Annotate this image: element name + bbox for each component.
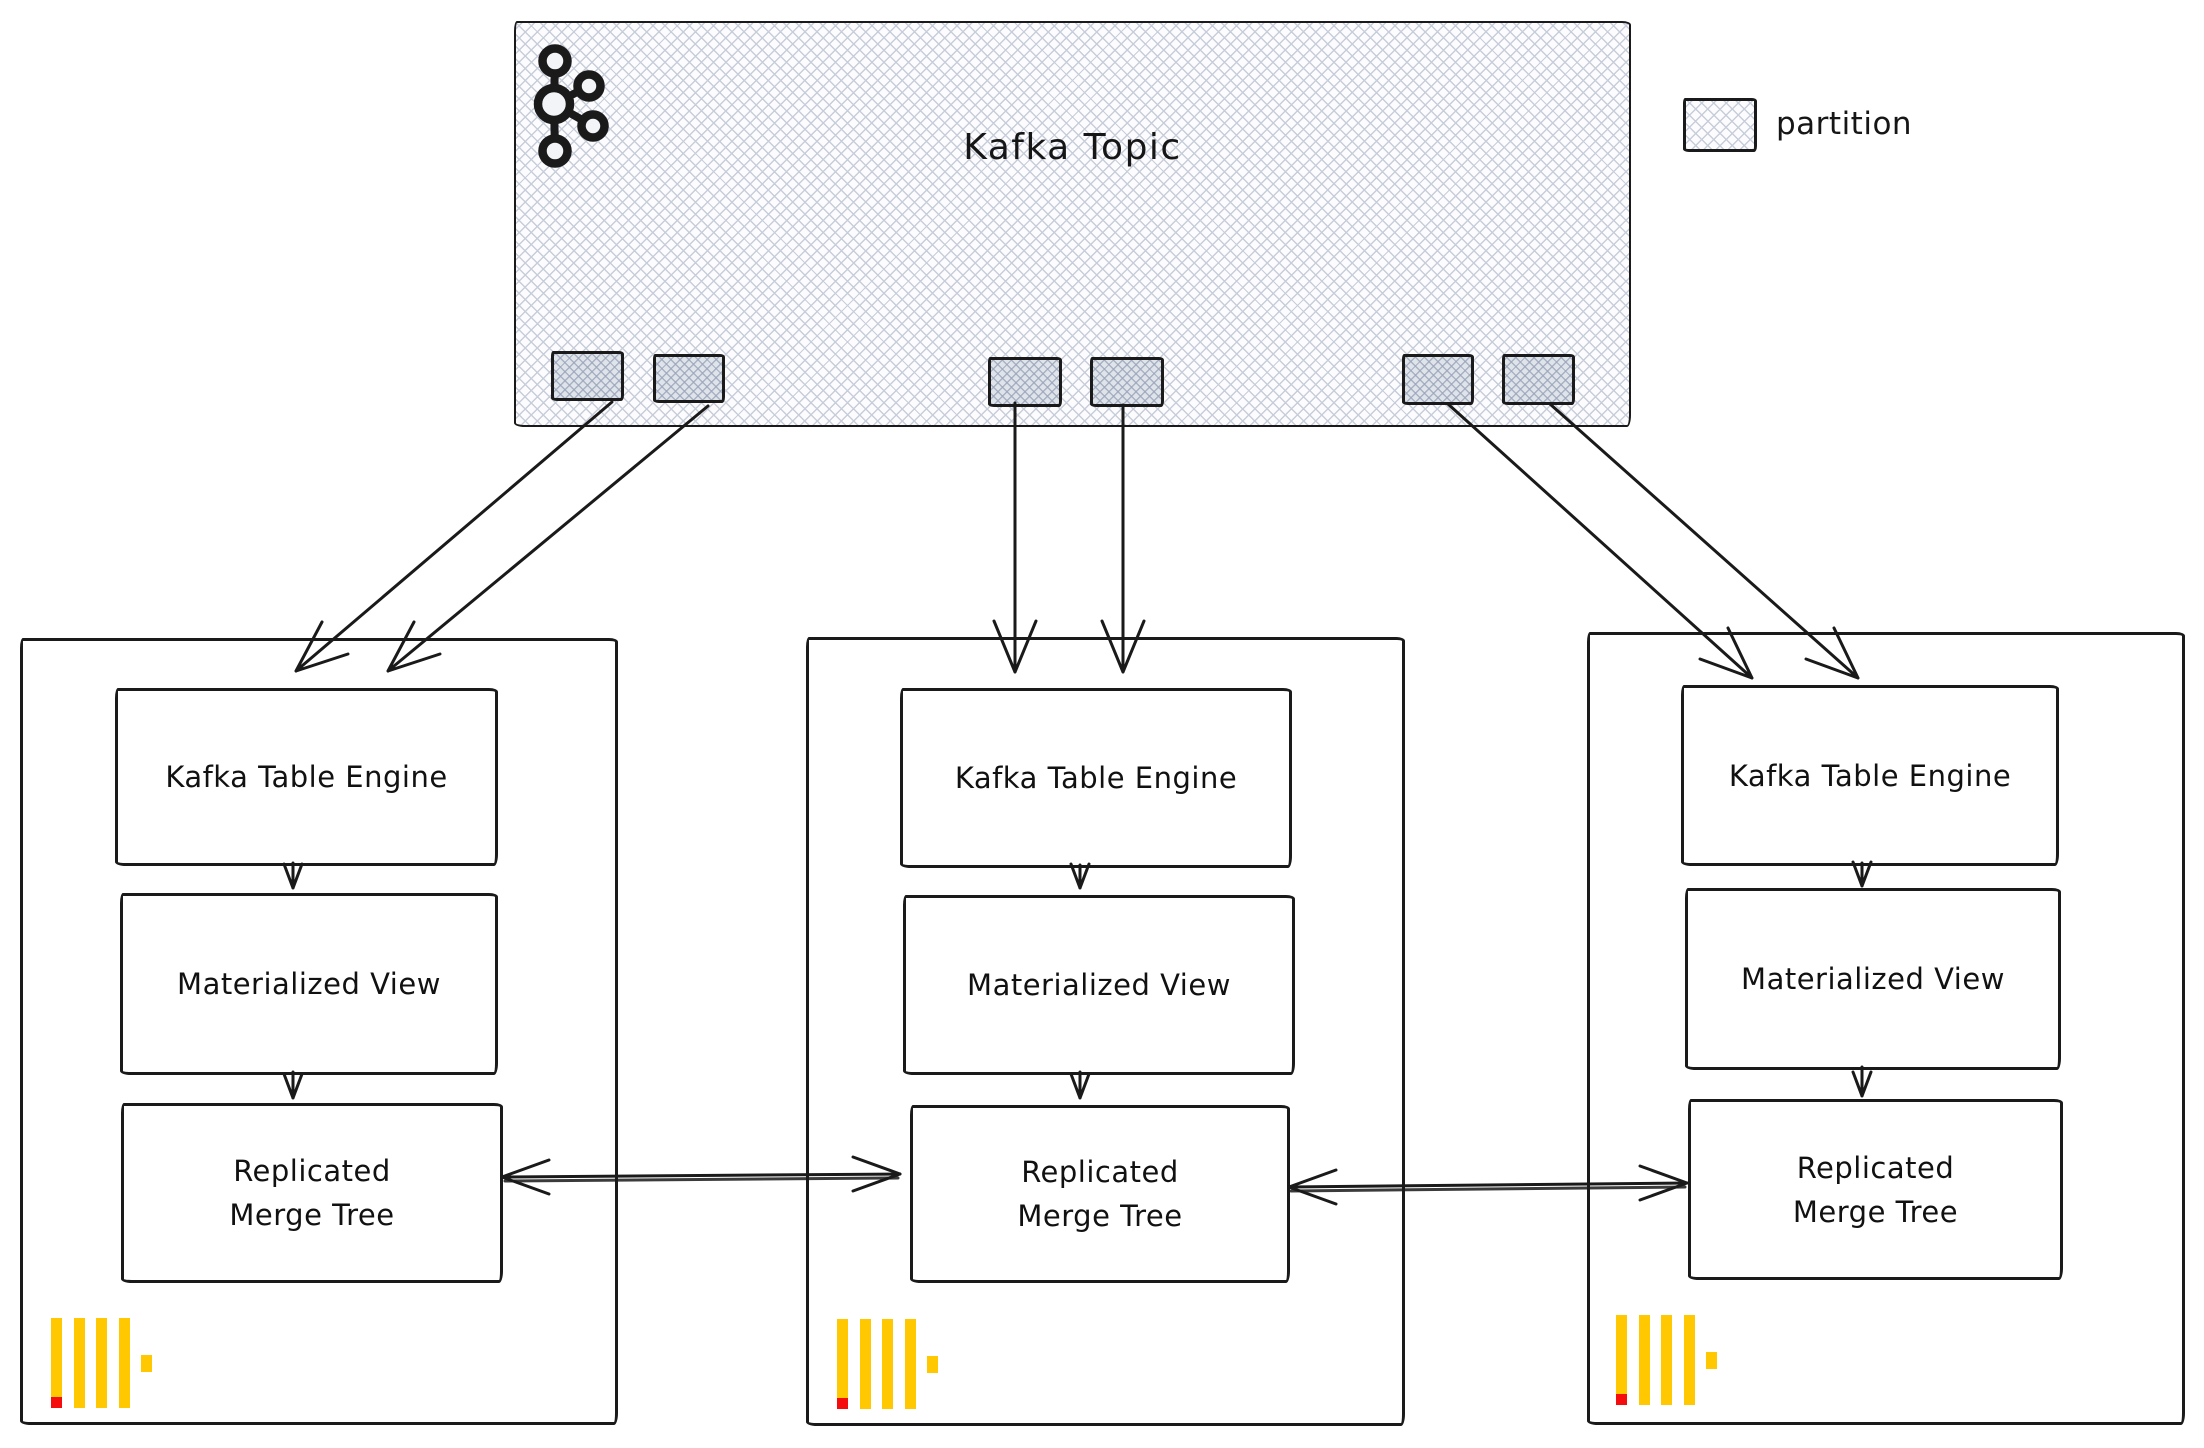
clickhouse-bar (1661, 1315, 1672, 1405)
clickhouse-node-3: Kafka Table Engine Materialized View Rep… (1587, 632, 2185, 1425)
partition-2 (988, 357, 1062, 407)
clickhouse-bar (905, 1319, 916, 1409)
partition-1 (653, 354, 725, 403)
clickhouse-short-bar (1706, 1352, 1717, 1369)
clickhouse-logo-icon (1616, 1315, 1718, 1406)
clickhouse-bar (96, 1318, 107, 1408)
replicated-merge-tree-box: Replicated Merge Tree (121, 1103, 503, 1283)
clickhouse-bar (1684, 1315, 1695, 1405)
kafka-table-engine-box: Kafka Table Engine (900, 688, 1292, 868)
partition-arrow (994, 403, 1144, 672)
clickhouse-red-dot (837, 1398, 848, 1409)
partition-0 (551, 351, 624, 401)
kafka-logo-icon (533, 44, 609, 168)
partition-arrow (296, 402, 708, 671)
partition-5 (1502, 354, 1575, 405)
clickhouse-node-1: Kafka Table Engine Materialized View Rep… (20, 638, 618, 1425)
legend-label: partition (1776, 106, 1913, 142)
clickhouse-bar (882, 1319, 893, 1409)
clickhouse-red-dot (51, 1397, 62, 1408)
partition-3 (1090, 357, 1164, 407)
clickhouse-short-bar (927, 1356, 938, 1373)
clickhouse-bar (74, 1318, 85, 1408)
kafka-table-engine-box: Kafka Table Engine (1681, 685, 2059, 866)
kafka-topic-box: Kafka Topic (514, 21, 1631, 427)
clickhouse-logo-icon (837, 1319, 939, 1410)
clickhouse-bar (860, 1319, 871, 1409)
clickhouse-bar (1616, 1315, 1627, 1405)
materialized-view-box: Materialized View (120, 893, 498, 1075)
clickhouse-red-dot (1616, 1394, 1627, 1405)
kafka-table-engine-box: Kafka Table Engine (115, 688, 498, 866)
clickhouse-bar (837, 1319, 848, 1409)
materialized-view-box: Materialized View (1685, 888, 2061, 1070)
materialized-view-box: Materialized View (903, 895, 1295, 1075)
replicated-merge-tree-box: Replicated Merge Tree (1688, 1099, 2063, 1280)
clickhouse-bar (1639, 1315, 1650, 1405)
clickhouse-node-2: Kafka Table Engine Materialized View Rep… (806, 637, 1405, 1426)
partition-4 (1402, 354, 1474, 405)
partition-swatch (1683, 98, 1757, 152)
clickhouse-short-bar (141, 1355, 152, 1372)
kafka-topic-title: Kafka Topic (963, 127, 1182, 168)
replicated-merge-tree-box: Replicated Merge Tree (910, 1105, 1290, 1283)
clickhouse-bar (51, 1318, 62, 1408)
clickhouse-logo-icon (51, 1318, 153, 1409)
clickhouse-bar (119, 1318, 130, 1408)
